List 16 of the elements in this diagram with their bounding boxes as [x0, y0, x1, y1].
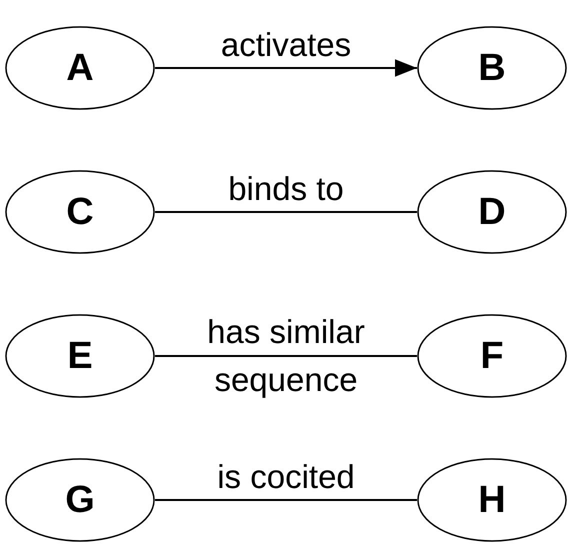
edge-label: activates	[220, 26, 352, 64]
node-label: A	[66, 46, 94, 90]
node-label: F	[480, 334, 504, 378]
connector	[155, 59, 417, 77]
edge-label: is cocited	[216, 458, 356, 496]
connector	[155, 499, 417, 501]
node-label: C	[66, 190, 94, 234]
edge-label: has similar sequence	[206, 312, 366, 400]
node-label: D	[478, 190, 506, 234]
connector	[155, 355, 417, 357]
node-label: B	[478, 46, 506, 90]
edge-label: binds to	[227, 170, 345, 208]
node-label: G	[65, 478, 95, 522]
node-label: E	[67, 334, 93, 378]
node-label: H	[478, 478, 506, 522]
connector	[155, 211, 417, 213]
